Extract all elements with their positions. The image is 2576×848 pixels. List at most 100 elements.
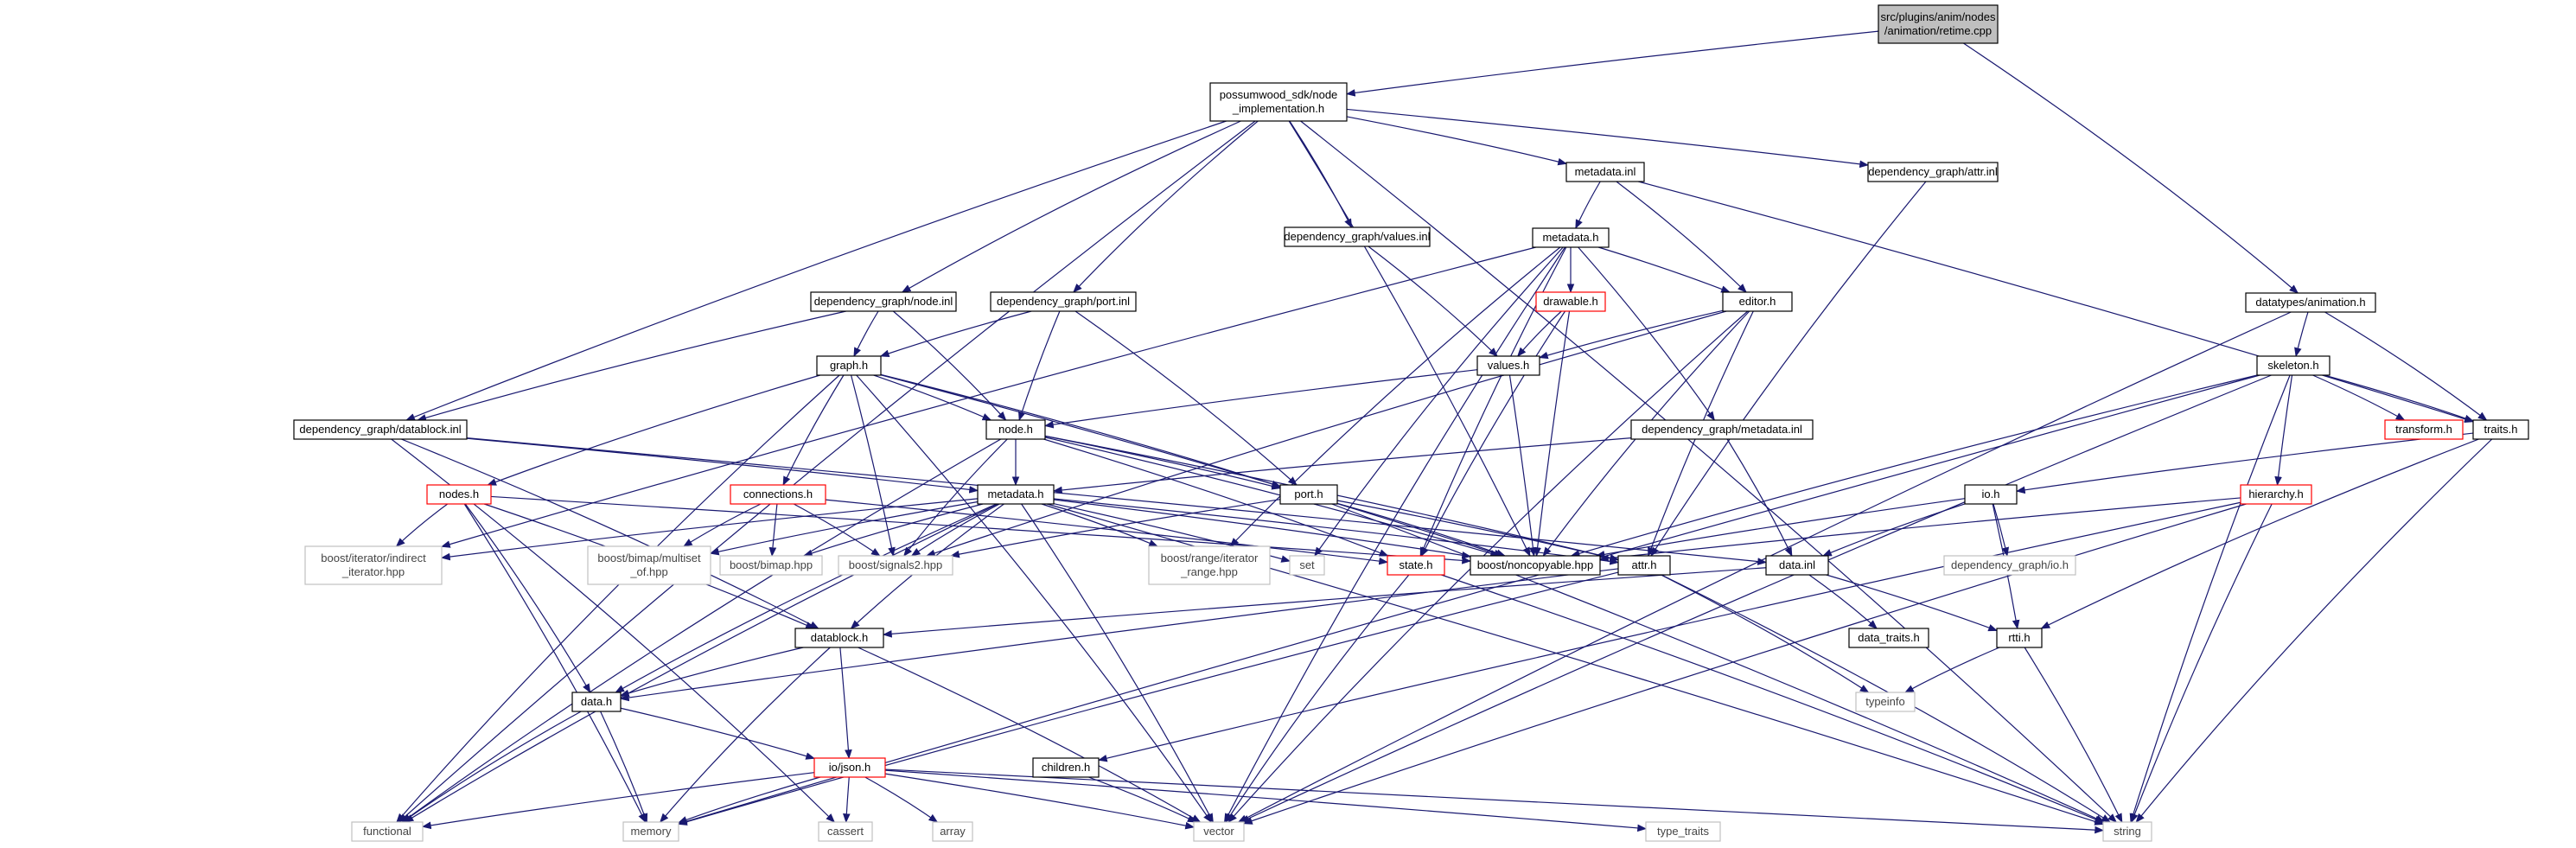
graph-node-anim[interactable]: datatypes/animation.h xyxy=(2245,292,2376,313)
graph-node-label: vector xyxy=(1203,825,1234,838)
graph-node-label: data.inl xyxy=(1779,558,1815,571)
graph-node-box xyxy=(810,291,957,312)
graph-node-box xyxy=(838,555,953,576)
graph-node-graph[interactable]: graph.h xyxy=(816,355,882,376)
edge-metah2-to-attrh xyxy=(1053,498,1620,565)
edge-ni-to-valuesinl xyxy=(1289,120,1353,228)
graph-node-metah1[interactable]: metadata.h xyxy=(1532,227,1610,248)
graph-node-box xyxy=(794,628,884,648)
graph-node-editor[interactable]: editor.h xyxy=(1722,291,1793,312)
graph-node-box xyxy=(1148,545,1271,585)
graph-node-hier[interactable]: hierarchy.h xyxy=(2240,484,2312,505)
graph-node-dbinl[interactable]: dependency_graph/datablock.inl xyxy=(293,419,468,440)
graph-node-box xyxy=(1279,484,1338,505)
graph-node-conn[interactable]: connections.h xyxy=(730,484,826,505)
edge-json-to-vector xyxy=(884,773,1196,830)
edge-datablock-to-datah xyxy=(619,647,804,697)
edge-metah1-to-dgmetainl xyxy=(1578,246,1715,421)
graph-node-attrh[interactable]: attr.h xyxy=(1617,555,1671,576)
edge-drawable-to-noncopy xyxy=(1533,310,1571,558)
graph-node-metainl[interactable]: metadata.inl xyxy=(1565,162,1645,182)
graph-node-label: data_traits.h xyxy=(1858,631,1920,644)
edge-portinl-to-graph xyxy=(879,310,1032,357)
graph-node-rtti[interactable]: rtti.h xyxy=(1996,628,2043,648)
graph-node-box xyxy=(977,484,1055,505)
edge-metainl-to-traits xyxy=(1638,181,2475,424)
graph-node-datainl[interactable]: data.inl xyxy=(1765,555,1829,576)
graph-node-valuesh[interactable]: values.h xyxy=(1476,355,1540,376)
graph-node-transform[interactable]: transform.h xyxy=(2384,419,2464,440)
edge-graph-to-vector xyxy=(856,374,1212,823)
edge-json-to-functional xyxy=(421,772,815,830)
graph-node-box xyxy=(293,419,468,440)
graph-node-label: editor.h xyxy=(1739,295,1776,308)
graph-node-string: string xyxy=(2102,821,2152,842)
graph-node-port[interactable]: port.h xyxy=(1279,484,1338,505)
graph-node-traits[interactable]: traits.h xyxy=(2472,419,2529,440)
edge-datah-to-memory xyxy=(600,711,648,824)
edge-skel-to-transform xyxy=(2312,374,2406,421)
graph-node-box xyxy=(2384,419,2464,440)
graph-node-portinl[interactable]: dependency_graph/port.inl xyxy=(990,291,1137,312)
graph-node-label: nodes.h xyxy=(439,488,479,501)
graph-node-label: boost/signals2.hpp xyxy=(849,558,942,571)
edge-editor-to-valuesh xyxy=(1538,309,1724,360)
graph-node-nodes[interactable]: nodes.h xyxy=(426,484,492,505)
edge-conn-to-bimap xyxy=(768,503,778,558)
graph-node-ni[interactable]: possumwood_sdk/node_implementation.h xyxy=(1209,82,1348,122)
edge-metainl-to-editor xyxy=(1616,181,1747,293)
edge-metah2-to-functional xyxy=(404,503,998,823)
graph-node-datah[interactable]: data.h xyxy=(571,692,622,712)
graph-node-box xyxy=(1476,355,1540,376)
graph-node-skel[interactable]: skeleton.h xyxy=(2256,355,2331,376)
graph-node-box xyxy=(818,821,873,842)
edge-rtti-to-typeinfo xyxy=(1904,647,2000,693)
graph-node-label: skeleton.h xyxy=(2267,359,2318,372)
graph-node-box xyxy=(1867,162,1999,182)
graph-node-label: typeinfo xyxy=(1865,695,1905,708)
graph-node-nodeinl[interactable]: dependency_graph/node.inl xyxy=(810,291,957,312)
edge-datah-to-functional xyxy=(401,711,582,823)
graph-node-label: metadata.h xyxy=(987,488,1043,501)
graph-node-box xyxy=(1032,757,1100,778)
graph-node-box xyxy=(1289,555,1325,576)
graph-node-metah2[interactable]: metadata.h xyxy=(977,484,1055,505)
graph-node-label: _implementation.h xyxy=(1232,102,1324,115)
edge-port-to-noncopy xyxy=(1336,502,1506,557)
edge-nodeinl-to-dbinl xyxy=(417,310,846,422)
graph-node-label: rtti.h xyxy=(2008,631,2030,644)
edge-traits-to-ioh xyxy=(2015,432,2474,494)
edge-metah2-to-bimap xyxy=(802,503,984,558)
graph-node-datatraits[interactable]: data_traits.h xyxy=(1848,628,1929,648)
graph-node-dgmetainl[interactable]: dependency_graph/metadata.inl xyxy=(1630,419,1814,440)
edge-ni-to-portinl xyxy=(1073,120,1259,293)
graph-node-json[interactable]: io/json.h xyxy=(813,757,886,778)
edge-metah2-to-range xyxy=(1041,503,1158,547)
edge-graph-to-noncopy xyxy=(880,374,1504,558)
edge-datah-to-json xyxy=(620,707,816,760)
graph-node-datablock[interactable]: datablock.h xyxy=(794,628,884,648)
graph-node-drawable[interactable]: drawable.h xyxy=(1535,291,1606,312)
graph-node-label: io.h xyxy=(1982,488,2000,501)
graph-node-label: array xyxy=(940,825,966,838)
graph-node-label: memory xyxy=(631,825,672,838)
graph-node-label: _range.hpp xyxy=(1180,565,1238,578)
graph-node-noncopy[interactable]: boost/noncopyable.hpp xyxy=(1470,555,1601,576)
graph-node-label: cassert xyxy=(827,825,864,838)
graph-node-state[interactable]: state.h xyxy=(1387,555,1445,576)
graph-node-set: set xyxy=(1289,555,1325,576)
graph-node-ioh[interactable]: io.h xyxy=(1964,484,2018,505)
edge-drawable-to-valuesh xyxy=(1516,310,1562,357)
graph-node-children[interactable]: children.h xyxy=(1032,757,1100,778)
graph-node-label: metadata.inl xyxy=(1575,165,1636,178)
edge-nodes-to-memory xyxy=(463,503,647,823)
graph-node-box xyxy=(1470,555,1601,576)
graph-node-node[interactable]: node.h xyxy=(985,419,1046,440)
graph-node-valuesinl[interactable]: dependency_graph/values.inl xyxy=(1284,226,1431,247)
edge-metah1-to-set xyxy=(1314,246,1564,557)
graph-node-box xyxy=(1565,162,1645,182)
graph-node-attrinl[interactable]: dependency_graph/attr.inl xyxy=(1867,162,1999,182)
edge-graph-to-signals xyxy=(850,374,896,558)
edge-anim-to-skel xyxy=(2294,311,2309,358)
